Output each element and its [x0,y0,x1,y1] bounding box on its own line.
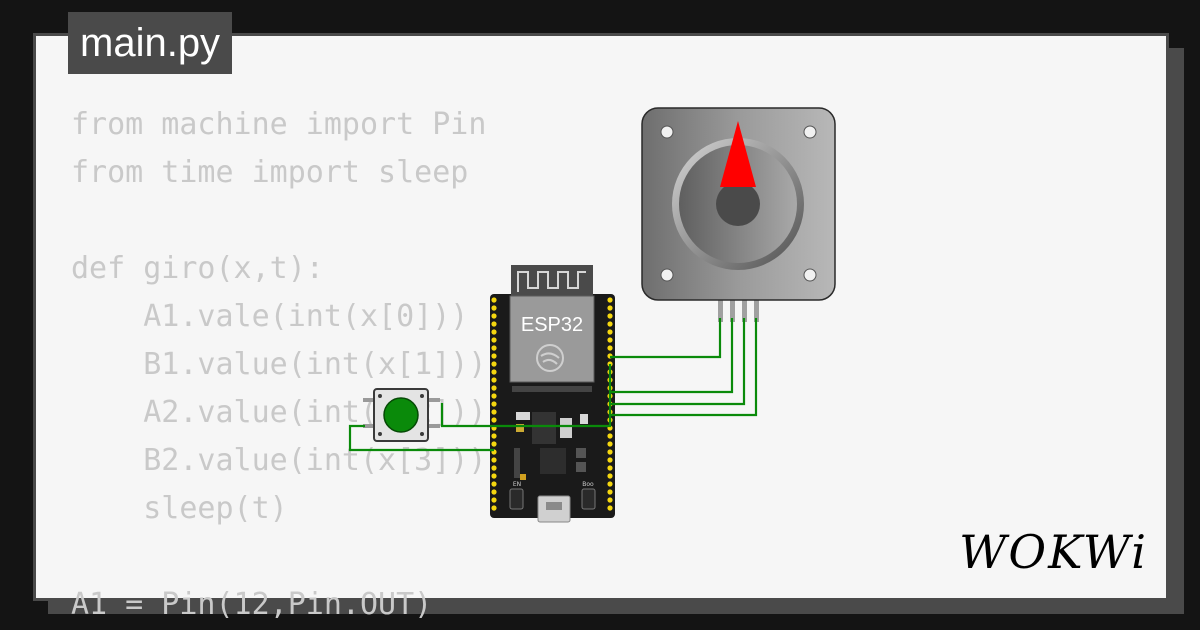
boot-button[interactable] [581,488,596,510]
board-pin [491,377,497,383]
board-pin [607,505,613,511]
board-pin [491,361,497,367]
board-pin [491,409,497,415]
board-component [514,448,520,478]
board-pin [607,321,613,327]
code-line: def giro(x,t): [71,251,324,286]
mounting-hole [803,268,817,282]
board-pin [491,321,497,327]
board-pin [491,305,497,311]
wire-a1 [610,318,722,359]
code-line: from time import sleep [71,155,469,190]
board-pin [607,449,613,455]
wire-b2 [610,318,758,417]
board-component [576,448,586,458]
board-component [516,424,524,432]
code-line: B1.value(int(x[1])) [71,347,487,382]
board-pin [491,297,497,303]
stepper-motor-pins [718,298,759,322]
board-pin [607,433,613,439]
board-component [540,448,566,474]
board-pin [491,457,497,463]
board-pin [607,313,613,319]
wire-a2 [610,318,746,406]
board-pin [491,337,497,343]
wire-button-b [348,424,494,452]
board-pin [607,473,613,479]
esp32-components [512,386,592,480]
file-tab[interactable]: main.py [68,12,233,74]
board-component [512,386,592,392]
pushbutton[interactable] [363,388,440,442]
stepper-pointer-icon [720,121,756,187]
code-line: sleep(t) [71,491,288,526]
code-line: B2.value(int(x[3])) [71,443,487,478]
board-pin [491,465,497,471]
wire-b1 [610,318,734,394]
stepper-motor[interactable] [641,107,836,322]
board-pin [607,497,613,503]
code-line: A1 = Pin(12,Pin.OUT) [71,587,433,622]
board-pin [491,353,497,359]
esp32-antenna [511,265,593,297]
board-pin [491,497,497,503]
en-button-label: EN [513,481,521,488]
board-pin [491,505,497,511]
board-pin [491,313,497,319]
esp32-board[interactable]: ESP32 EN Boo [490,265,615,523]
board-pin [607,345,613,351]
board-pin [607,305,613,311]
board-pin [607,329,613,335]
code-line: from machine import Pin [71,107,487,142]
board-pin [491,369,497,375]
code-editor[interactable]: from machine import Pin from time import … [71,101,486,629]
board-component [520,474,526,480]
wokwi-logo: WOKWi [959,525,1148,579]
code-line: A1.vale(int(x[0])) [71,299,469,334]
mounting-hole [660,125,674,139]
board-pin [491,489,497,495]
esp32-module [509,295,595,383]
board-component [560,418,572,438]
en-button[interactable] [509,488,524,510]
board-pin [607,489,613,495]
board-pin [491,473,497,479]
esp32-pin-header-left [491,297,497,511]
stepper-motor-shaft [716,182,760,226]
wire-button-a [440,364,612,428]
mounting-hole [660,268,674,282]
wires [348,318,758,452]
board-pin [491,385,497,391]
board-pin [607,465,613,471]
board-pin [607,337,613,343]
board-pin [607,441,613,447]
board-pin [491,393,497,399]
board-pin [491,441,497,447]
board-pin [607,481,613,487]
board-component [516,412,530,420]
mounting-hole [803,125,817,139]
board-pin [491,401,497,407]
board-pin [607,297,613,303]
board-component [532,412,556,444]
boot-button-label: Boo [582,481,594,488]
esp32-label: ESP32 [521,314,583,336]
board-component [576,462,586,472]
board-pin [491,345,497,351]
usb-port-slot [546,502,562,510]
board-pin [607,457,613,463]
board-component [580,414,588,424]
pushbutton-cap[interactable] [383,397,419,433]
espressif-logo-icon [536,344,564,372]
board-pin [491,329,497,335]
board-pin [491,433,497,439]
board-pin [491,481,497,487]
board-pin [491,417,497,423]
